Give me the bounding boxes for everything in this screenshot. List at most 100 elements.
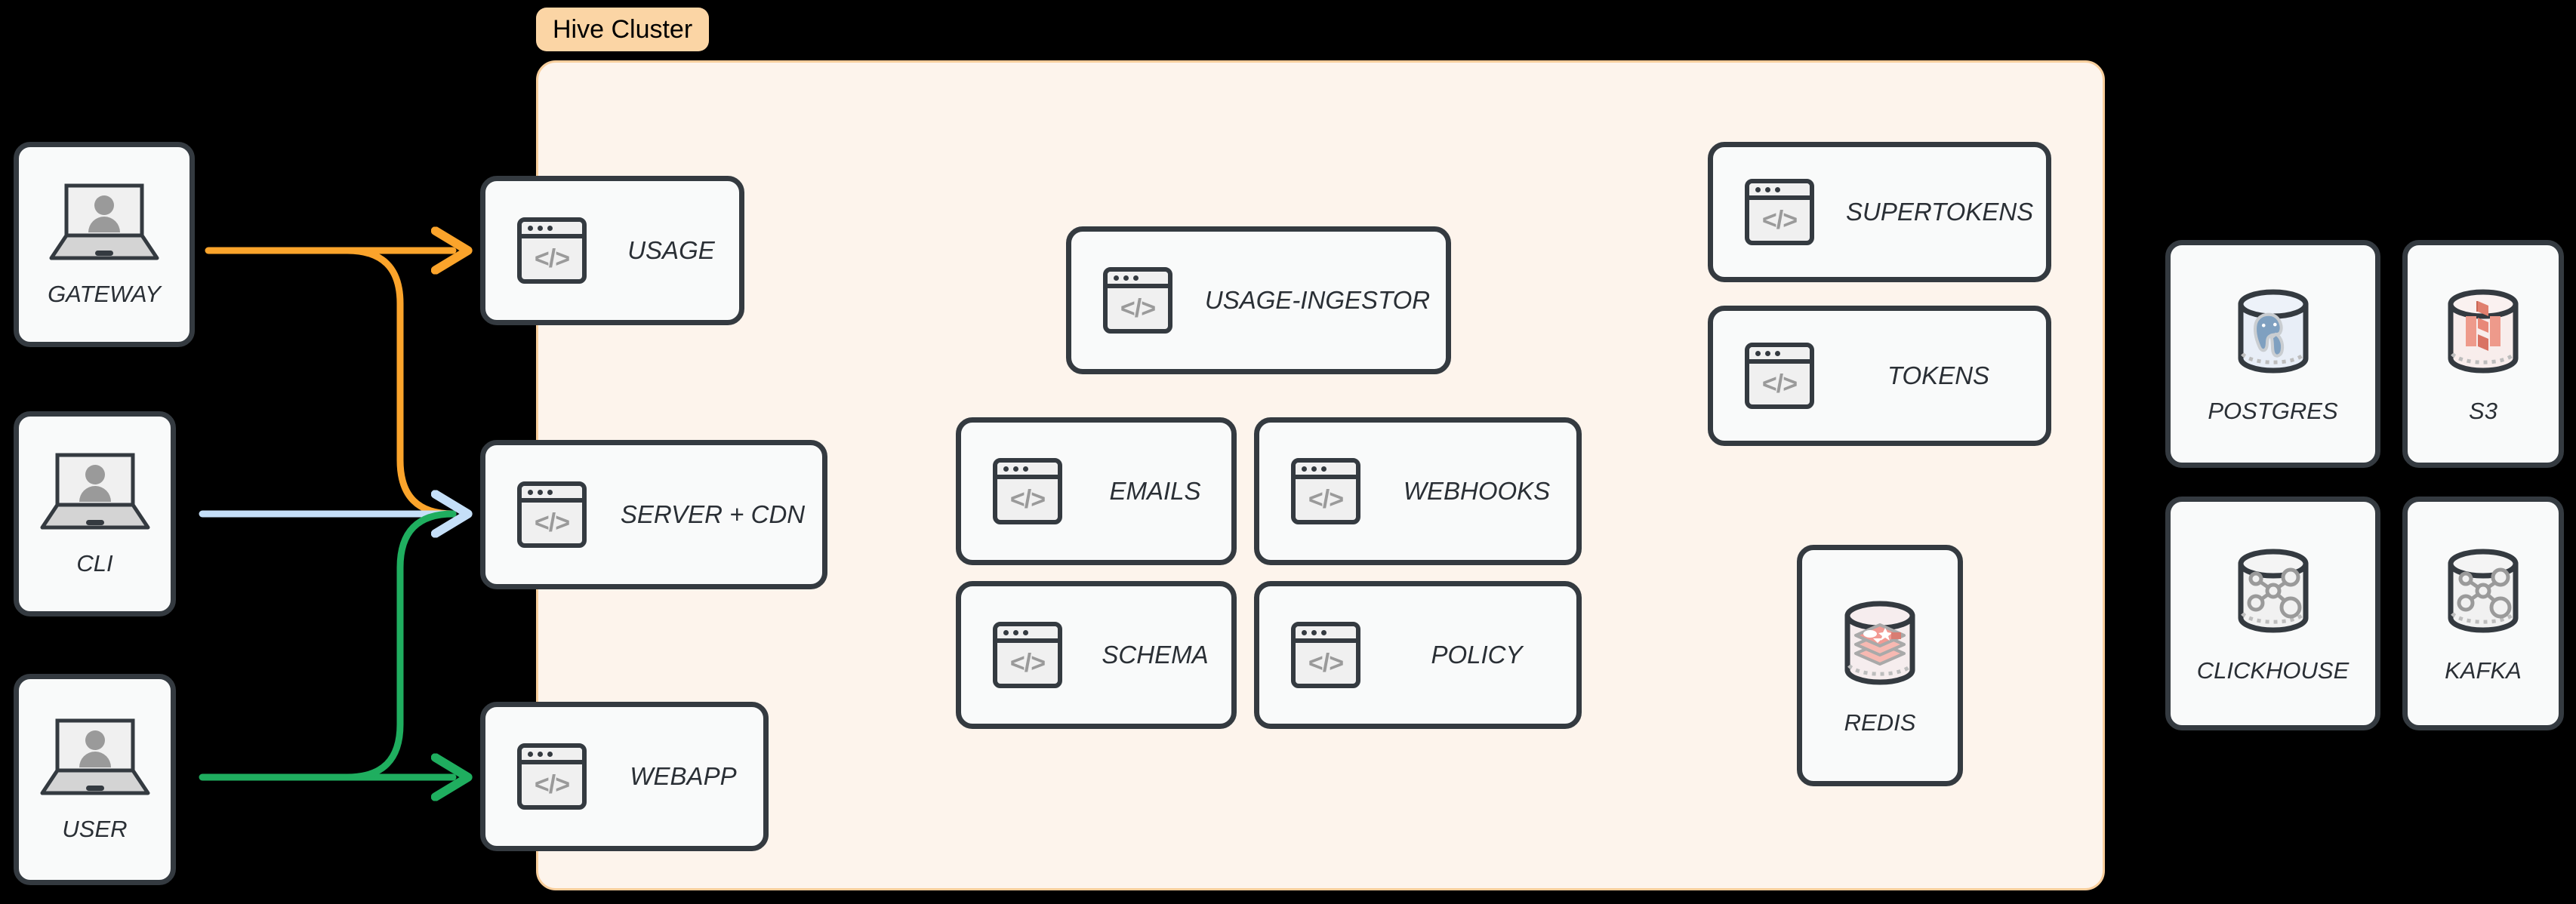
window-dot [528, 225, 533, 231]
service-tokens[interactable]: </> TOKENS [1708, 306, 2051, 446]
window-dot [1114, 275, 1119, 281]
window-dot [1123, 275, 1129, 281]
datastore-clickhouse[interactable]: CLICKHOUSE [2165, 497, 2380, 730]
hive-cluster-badge-label: Hive Cluster [553, 14, 693, 44]
actor-user-label: USER [62, 816, 128, 842]
window-dot [1755, 186, 1761, 192]
window-dot [538, 751, 543, 757]
code-window-icon: </> [517, 217, 587, 284]
edge-user-to-server-cdn [344, 510, 457, 781]
service-supertokens-label: SUPERTOKENS [1846, 198, 2034, 226]
service-schema-label: SCHEMA [1102, 641, 1209, 669]
actor-cli[interactable]: CLI [14, 411, 176, 617]
code-window-icon: </> [517, 743, 587, 810]
service-supertokens[interactable]: </> SUPERTOKENS [1708, 142, 2051, 282]
service-emails[interactable]: </> EMAILS [956, 417, 1237, 565]
service-webapp[interactable]: </> WEBAPP [480, 702, 769, 851]
service-tokens-label: TOKENS [1887, 361, 1990, 389]
code-glyph: </> [1761, 205, 1798, 235]
window-dot [1775, 186, 1780, 192]
window-titlebar [1108, 272, 1168, 288]
code-window-icon: </> [1291, 622, 1360, 688]
window-dot [528, 751, 533, 757]
actor-user[interactable]: USER [14, 674, 176, 885]
code-glyph: </> [1761, 369, 1798, 398]
code-glyph: </> [1009, 648, 1046, 678]
window-dot [1321, 466, 1327, 472]
service-server-cdn[interactable]: </> SERVER + CDN [480, 440, 827, 589]
service-usage-ingestor[interactable]: </> USAGE-INGESTOR [1066, 226, 1451, 374]
postgres-database-icon [2224, 283, 2322, 381]
code-window-icon: </> [1103, 267, 1172, 334]
redis-database-icon [1831, 595, 1929, 693]
code-window-icon: </> [1745, 343, 1814, 409]
code-window-icon: </> [993, 622, 1062, 688]
window-titlebar [1296, 463, 1356, 479]
service-policy-label: POLICY [1431, 641, 1523, 669]
hive-cluster-badge: Hive Cluster [536, 8, 710, 51]
service-policy[interactable]: </> POLICY [1254, 581, 1582, 729]
datastore-s3[interactable]: S3 [2402, 240, 2564, 468]
code-glyph: </> [534, 770, 570, 799]
window-titlebar [1749, 347, 1810, 364]
service-webapp-label: WEBAPP [630, 762, 737, 790]
window-titlebar [522, 748, 582, 764]
window-dot [1023, 466, 1028, 472]
datastore-kafka-label: KAFKA [2445, 657, 2522, 684]
window-dot [1765, 350, 1770, 356]
window-dot [1311, 466, 1317, 472]
window-dot [1302, 466, 1307, 472]
window-dot [1765, 186, 1770, 192]
window-dot [1755, 350, 1761, 356]
window-titlebar [997, 463, 1058, 479]
code-glyph: </> [1308, 484, 1344, 514]
window-dot [547, 225, 553, 231]
code-glyph: </> [1308, 648, 1344, 678]
window-dot [1775, 350, 1780, 356]
clickhouse-database-icon [2224, 543, 2322, 641]
code-window-icon: </> [517, 481, 587, 548]
laptop-person-icon [35, 450, 156, 533]
service-usage-ingestor-label: USAGE-INGESTOR [1204, 286, 1431, 314]
service-emails-label: EMAILS [1109, 477, 1201, 505]
edge-gateway-to-server-cdn [344, 247, 457, 518]
window-titlebar [1296, 626, 1356, 643]
window-dot [1302, 629, 1307, 635]
window-dot [1321, 629, 1327, 635]
datastore-redis[interactable]: REDIS [1797, 545, 1963, 786]
window-dot [538, 225, 543, 231]
code-window-icon: </> [993, 458, 1062, 524]
service-webhooks-label: WEBHOOKS [1403, 477, 1551, 505]
service-usage[interactable]: </> USAGE [480, 176, 744, 325]
code-glyph: </> [534, 508, 570, 537]
datastore-s3-label: S3 [2469, 398, 2497, 424]
actor-gateway[interactable]: GATEWAY [14, 142, 195, 347]
window-dot [528, 489, 533, 495]
datastore-clickhouse-label: CLICKHOUSE [2196, 657, 2350, 684]
datastore-postgres[interactable]: POSTGRES [2165, 240, 2380, 468]
window-dot [538, 489, 543, 495]
window-dot [1013, 466, 1018, 472]
code-window-icon: </> [1745, 179, 1814, 245]
service-usage-label: USAGE [627, 236, 715, 264]
code-glyph: </> [1009, 484, 1046, 514]
laptop-person-icon [35, 716, 156, 799]
service-webhooks[interactable]: </> WEBHOOKS [1254, 417, 1582, 565]
window-dot [1013, 629, 1018, 635]
datastore-redis-label: REDIS [1844, 709, 1916, 736]
window-titlebar [1749, 183, 1810, 200]
window-dot [1003, 629, 1009, 635]
code-glyph: </> [534, 244, 570, 273]
window-titlebar [997, 626, 1058, 643]
service-schema[interactable]: </> SCHEMA [956, 581, 1237, 729]
s3-database-icon [2434, 283, 2532, 381]
window-titlebar [522, 222, 582, 238]
actor-gateway-label: GATEWAY [48, 281, 161, 307]
datastore-kafka[interactable]: KAFKA [2402, 497, 2564, 730]
window-dot [547, 751, 553, 757]
window-titlebar [522, 486, 582, 503]
window-dot [1133, 275, 1139, 281]
kafka-database-icon [2434, 543, 2532, 641]
laptop-person-icon [44, 181, 165, 264]
